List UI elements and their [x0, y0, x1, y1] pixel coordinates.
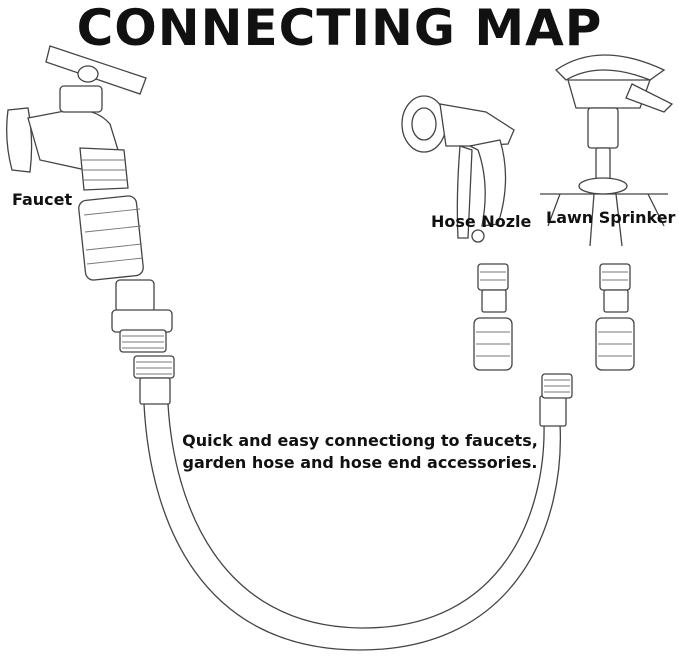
caption-line-2: garden hose and hose end accessories.: [182, 453, 538, 472]
garden-hose: [133, 355, 573, 651]
male-quick-connector: [111, 279, 173, 353]
sprinkler-connector-set: [595, 263, 635, 371]
faucet-label: Faucet: [12, 190, 73, 209]
faucet-female-connector: [78, 195, 144, 281]
caption-line-1: Quick and easy connectiong to faucets,: [182, 431, 538, 450]
caption: Quick and easy connectiong to faucets, g…: [140, 430, 580, 474]
nozzle-connector-set: [473, 263, 513, 371]
page-title: CONNECTING MAP: [76, 0, 603, 57]
lawn-sprinkler-label: Lawn Sprinker: [546, 208, 676, 227]
hose-nozzle-illustration: [401, 95, 515, 243]
hose-nozzle-label: Hose Nozle: [431, 212, 532, 231]
lawn-sprinkler-illustration: [540, 54, 674, 247]
faucet-illustration: [6, 45, 147, 191]
